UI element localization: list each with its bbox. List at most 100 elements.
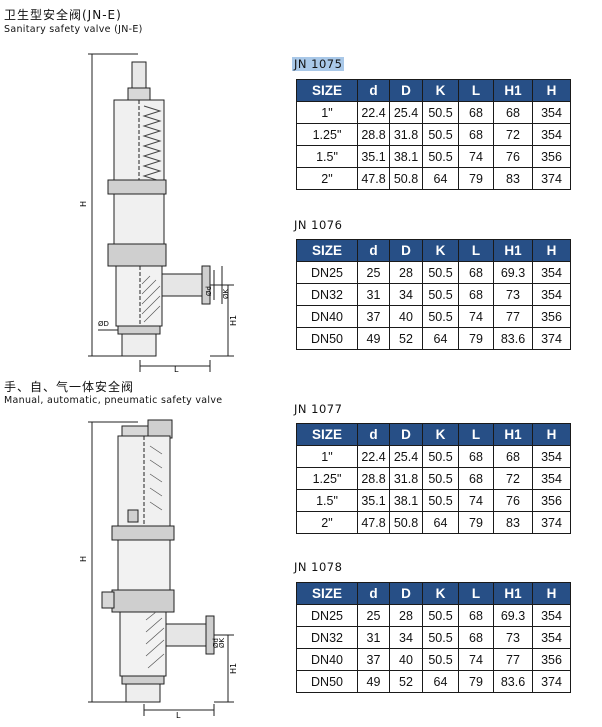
table-cell: 68 — [458, 261, 494, 284]
table-cell: DN32 — [296, 283, 358, 306]
column-header-l: L — [458, 239, 494, 262]
dim-L-label: L — [174, 365, 179, 374]
table-cell: DN32 — [296, 626, 358, 649]
table-cell: 374 — [532, 167, 571, 190]
dim-H-label-2: H — [79, 556, 88, 562]
table-cell: 74 — [458, 489, 494, 512]
table-cell: 374 — [532, 511, 571, 534]
dim-K-label-2: ØK — [218, 637, 226, 648]
table-cell: 50.5 — [422, 489, 459, 512]
table-cell: DN25 — [296, 261, 358, 284]
table-cell: 64 — [422, 327, 459, 350]
column-header-d: d — [357, 239, 390, 262]
table-cell: 74 — [458, 145, 494, 168]
sanitary-safety-valve-drawing: H L H1 Ød ØK ØD — [79, 53, 238, 374]
section2-title-cn: 手、自、气一体安全阀 — [4, 380, 135, 394]
table-cell: 50.5 — [422, 145, 459, 168]
table-cell: 374 — [532, 670, 571, 693]
model-label-jn1078: JN 1078 — [294, 560, 343, 574]
section1-title-en: Sanitary safety valve (JN-E) — [4, 24, 143, 35]
table-cell: 73 — [493, 283, 533, 306]
table-cell: 356 — [532, 489, 571, 512]
column-header-h: H — [532, 79, 571, 102]
model-label-jn1076: JN 1076 — [294, 218, 343, 232]
table-cell: 77 — [493, 305, 533, 328]
pneumatic-safety-valve-drawing: H L H1 Ød ØK — [79, 419, 238, 720]
table-cell: 25 — [357, 604, 390, 627]
column-header-d: D — [389, 239, 423, 262]
table-cell: 34 — [389, 283, 423, 306]
column-header-k: K — [422, 239, 459, 262]
section1-title-cn: 卫生型安全阀(JN-E) — [4, 8, 122, 22]
table-cell: 52 — [389, 327, 423, 350]
column-header-l: L — [458, 423, 494, 446]
column-header-size: SIZE — [296, 239, 358, 262]
table-cell: 354 — [532, 283, 571, 306]
table-cell: 31 — [357, 626, 390, 649]
table-cell: 47.8 — [357, 167, 390, 190]
column-header-d: d — [357, 79, 390, 102]
table-cell: 356 — [532, 145, 571, 168]
table-cell: 1.5" — [296, 489, 358, 512]
dim-H1-label-2: H1 — [229, 663, 238, 674]
column-header-size: SIZE — [296, 79, 358, 102]
table-cell: 28 — [389, 261, 423, 284]
table-cell: 28.8 — [357, 123, 390, 146]
table-cell: 50.5 — [422, 626, 459, 649]
table-cell: 68 — [458, 283, 494, 306]
dim-d-label-2: Ød — [212, 638, 220, 648]
table-cell: 22.4 — [357, 101, 390, 124]
table-cell: DN25 — [296, 604, 358, 627]
column-header-k: K — [422, 423, 459, 446]
table-cell: 69.3 — [493, 261, 533, 284]
table-cell: 25 — [357, 261, 390, 284]
table-cell: 1" — [296, 445, 358, 468]
model-label-jn1077: JN 1077 — [294, 402, 343, 416]
model-label-jn1075: JN 1075 — [292, 57, 345, 71]
table-cell: 50.5 — [422, 283, 459, 306]
column-header-l: L — [458, 582, 494, 605]
table-cell: 50.5 — [422, 305, 459, 328]
table-cell: 50.8 — [389, 167, 423, 190]
table-cell: 76 — [493, 145, 533, 168]
column-header-d: d — [357, 582, 390, 605]
table-cell: 68 — [493, 445, 533, 468]
table-cell: 374 — [532, 327, 571, 350]
table-cell: 28 — [389, 604, 423, 627]
table-cell: 40 — [389, 648, 423, 671]
table-cell: 64 — [422, 167, 459, 190]
table-cell: 1" — [296, 101, 358, 124]
table-cell: 38.1 — [389, 145, 423, 168]
table-cell: 31 — [357, 283, 390, 306]
column-header-h1: H1 — [493, 79, 533, 102]
column-header-d: D — [389, 582, 423, 605]
table-cell: 77 — [493, 648, 533, 671]
table-cell: 354 — [532, 626, 571, 649]
column-header-l: L — [458, 79, 494, 102]
table-cell: 68 — [493, 101, 533, 124]
column-header-h1: H1 — [493, 582, 533, 605]
table-cell: 356 — [532, 648, 571, 671]
table-cell: 50.5 — [422, 445, 459, 468]
table-cell: 25.4 — [389, 101, 423, 124]
table-cell: 354 — [532, 445, 571, 468]
table-cell: 79 — [458, 167, 494, 190]
table-cell: 83.6 — [493, 327, 533, 350]
table-cell: DN40 — [296, 648, 358, 671]
dim-L-label-2: L — [176, 711, 181, 720]
table-cell: 52 — [389, 670, 423, 693]
table-cell: 83 — [493, 511, 533, 534]
table-cell: 79 — [458, 327, 494, 350]
table-cell: 74 — [458, 648, 494, 671]
table-cell: 31.8 — [389, 123, 423, 146]
